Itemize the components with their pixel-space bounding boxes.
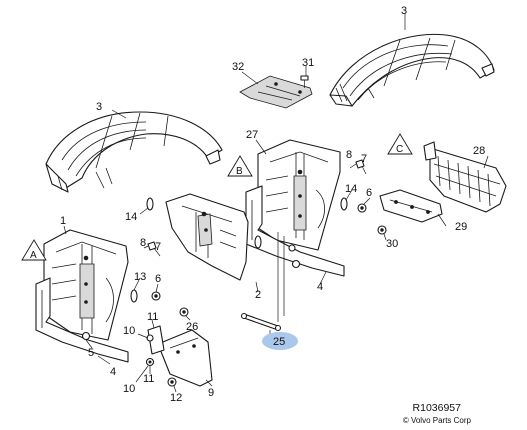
mudflap-bracket-1 — [43, 229, 129, 341]
copyright-notice: © Volvo Parts Corp — [402, 416, 471, 425]
small-bracket-11 — [147, 325, 165, 355]
lower-plate-9 — [157, 329, 213, 387]
callout-labels: 3 3 32 31 27 8 7 14 6 28 29 30 14 1 8 7 … — [60, 5, 485, 404]
center-bracket-2 — [165, 193, 249, 281]
view-ref-c: C — [387, 133, 413, 155]
callout-8-right: 8 — [346, 149, 352, 161]
view-ref-b: B — [227, 155, 253, 177]
callout-7-right: 7 — [361, 153, 367, 165]
leader-lines — [63, 14, 489, 393]
callout-10-bottom: 10 — [123, 383, 135, 395]
callout-14-right: 14 — [345, 183, 357, 195]
mudflap-bracket-27 — [257, 139, 341, 251]
plate-32 — [239, 75, 313, 109]
mudguard-left — [45, 111, 223, 193]
callout-30: 30 — [386, 238, 398, 250]
callout-32: 32 — [232, 61, 244, 73]
callout-8-left: 8 — [140, 237, 146, 249]
mudguard-top-right — [329, 33, 495, 107]
callout-2: 2 — [255, 289, 261, 301]
fasteners — [81, 159, 387, 387]
view-ref-a: A — [21, 239, 47, 261]
callout-1: 1 — [60, 215, 66, 227]
callout-9: 9 — [208, 387, 214, 399]
callout-3-left: 3 — [96, 101, 102, 113]
view-ref-c-label: C — [396, 144, 403, 155]
callout-3-top: 3 — [401, 5, 407, 17]
bracket-28 — [423, 141, 507, 213]
callout-25-highlight — [262, 332, 298, 350]
callout-7-left: 7 — [155, 241, 161, 253]
bolt-31 — [300, 75, 309, 88]
mudflap-4-right — [245, 185, 345, 277]
callout-13: 13 — [134, 271, 146, 283]
callout-6-right: 6 — [366, 187, 372, 199]
callout-6-left: 6 — [155, 273, 161, 285]
callout-26: 26 — [186, 321, 198, 333]
callout-4-right: 4 — [317, 281, 323, 293]
view-ref-b-label: B — [236, 166, 243, 177]
callout-12: 12 — [170, 392, 182, 404]
callout-4-left: 4 — [110, 366, 116, 378]
callout-28: 28 — [473, 145, 485, 157]
callout-25: 25 — [273, 336, 285, 348]
mudflap-4-left — [35, 277, 129, 363]
drawing-reference-code: R1036957 — [412, 402, 461, 414]
callout-11-top: 11 — [147, 311, 158, 323]
callout-31: 31 — [302, 57, 314, 69]
rod-25 — [240, 312, 282, 332]
callout-11-bottom: 11 — [143, 373, 154, 385]
callout-29: 29 — [455, 221, 467, 233]
callout-10-top: 10 — [123, 325, 135, 337]
callout-5: 5 — [88, 347, 94, 359]
callout-27: 27 — [246, 129, 258, 141]
callout-14-mid: 14 — [125, 211, 137, 223]
view-ref-a-label: A — [30, 250, 37, 261]
bracket-29 — [379, 189, 443, 223]
